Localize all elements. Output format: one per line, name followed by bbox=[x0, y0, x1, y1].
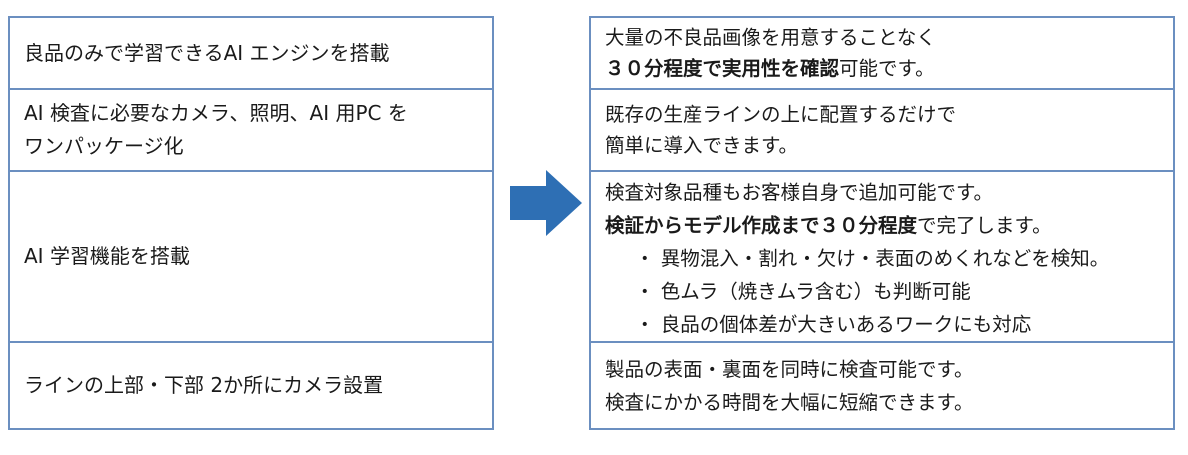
feature-box-3: AI 学習機能を搭載 bbox=[8, 170, 494, 343]
benefit-4-line-2: 検査にかかる時間を大幅に短縮できます。 bbox=[605, 391, 974, 414]
benefit-box-3: 検査対象品種もお客様自身で追加可能です。 検証からモデル作成まで３０分程度で完了… bbox=[589, 170, 1175, 343]
benefit-2-line-1: 既存の生産ラインの上に配置するだけで bbox=[605, 103, 957, 126]
benefit-1-line-2: ３０分程度で実用性を確認可能です。 bbox=[605, 53, 1163, 84]
benefit-1-emphasis: ３０分程度で実用性を確認 bbox=[605, 57, 840, 80]
benefit-3-bullet-1: ・ 異物混入・割れ・欠け・表面のめくれなどを検知。 bbox=[635, 247, 1110, 270]
benefit-3-line-2-rest: で完了します。 bbox=[917, 214, 1052, 237]
feature-text-2-line-2: ワンパッケージ化 bbox=[24, 134, 184, 158]
feature-box-2: AI 検査に必要なカメラ、照明、AI 用PC を ワンパッケージ化 bbox=[8, 88, 494, 172]
benefit-1-line-2-rest: 可能です。 bbox=[839, 57, 935, 80]
feature-text-1: 良品のみで学習できるAI エンジンを搭載 bbox=[24, 40, 390, 65]
feature-text-2-line-1: AI 検査に必要なカメラ、照明、AI 用PC を bbox=[24, 101, 408, 125]
feature-text-4: ラインの上部・下部 2か所にカメラ設置 bbox=[24, 373, 384, 397]
benefit-box-2: 既存の生産ラインの上に配置するだけで 簡単に導入できます。 bbox=[589, 88, 1175, 172]
benefit-3-line-1: 検査対象品種もお客様自身で追加可能です。 bbox=[605, 181, 994, 204]
feature-box-1: 良品のみで学習できるAI エンジンを搭載 bbox=[8, 16, 494, 90]
benefit-3-emphasis: 検証からモデル作成まで３０分程度 bbox=[605, 214, 918, 237]
benefit-box-1: 大量の不良品画像を用意することなく ３０分程度で実用性を確認可能です。 bbox=[589, 16, 1175, 90]
right-arrow-icon bbox=[510, 170, 582, 236]
benefit-4-line-1: 製品の表面・裏面を同時に検査可能です。 bbox=[605, 358, 974, 381]
feature-box-4: ラインの上部・下部 2か所にカメラ設置 bbox=[8, 341, 494, 430]
benefit-3-bullet-2: ・ 色ムラ（焼きムラ含む）も判断可能 bbox=[635, 280, 971, 303]
benefit-3-bullet-3: ・ 良品の個体差が大きいあるワークにも対応 bbox=[635, 313, 1032, 336]
benefit-3-line-2: 検証からモデル作成まで３０分程度で完了します。 bbox=[605, 209, 1163, 242]
feature-text-3: AI 学習機能を搭載 bbox=[24, 244, 190, 268]
benefit-1-line-1: 大量の不良品画像を用意することなく bbox=[605, 26, 936, 49]
benefit-2-line-2: 簡単に導入できます。 bbox=[605, 134, 799, 157]
benefit-box-4: 製品の表面・裏面を同時に検査可能です。 検査にかかる時間を大幅に短縮できます。 bbox=[589, 341, 1175, 430]
